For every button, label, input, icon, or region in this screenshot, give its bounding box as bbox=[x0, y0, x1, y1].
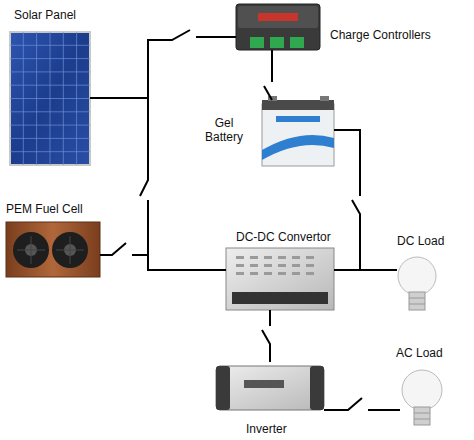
component-label: AC Load bbox=[396, 346, 443, 360]
component-node: DC-DC Convertor bbox=[226, 248, 334, 310]
wire-connector bbox=[262, 310, 270, 362]
component-node: AC Load bbox=[400, 370, 444, 426]
component-label: DC Load bbox=[397, 234, 444, 248]
component-node: DC Load bbox=[397, 256, 437, 311]
dc-bulb-image bbox=[398, 257, 436, 310]
component-node: PEM Fuel Cell bbox=[6, 222, 100, 277]
inverter-image bbox=[216, 366, 324, 410]
solar-panel-image bbox=[10, 32, 90, 165]
wire-connector bbox=[100, 243, 226, 270]
component-node: Solar Panel bbox=[10, 32, 90, 165]
component-label: PEM Fuel Cell bbox=[6, 202, 83, 216]
converter-image bbox=[226, 248, 334, 310]
component-label: Gel Battery bbox=[196, 116, 252, 144]
wire-connector bbox=[324, 398, 400, 410]
wire-connector bbox=[334, 269, 397, 271]
component-label: Solar Panel bbox=[14, 8, 76, 22]
charge-controller-image bbox=[236, 4, 320, 50]
wire-connector bbox=[90, 98, 226, 270]
wire-connector bbox=[334, 130, 397, 270]
ac-bulb-image bbox=[402, 370, 442, 425]
fuel-cell-image bbox=[6, 222, 100, 277]
component-node: Charge Controllers bbox=[236, 4, 320, 50]
wire-connector bbox=[90, 30, 236, 98]
component-node: Inverter bbox=[216, 362, 324, 414]
component-label: Inverter bbox=[246, 422, 287, 436]
component-node: Gel Battery bbox=[262, 100, 334, 166]
component-label: DC-DC Convertor bbox=[236, 230, 331, 244]
wire-connector bbox=[264, 50, 272, 100]
gel-battery-image bbox=[262, 96, 334, 166]
component-label: Charge Controllers bbox=[330, 28, 431, 42]
